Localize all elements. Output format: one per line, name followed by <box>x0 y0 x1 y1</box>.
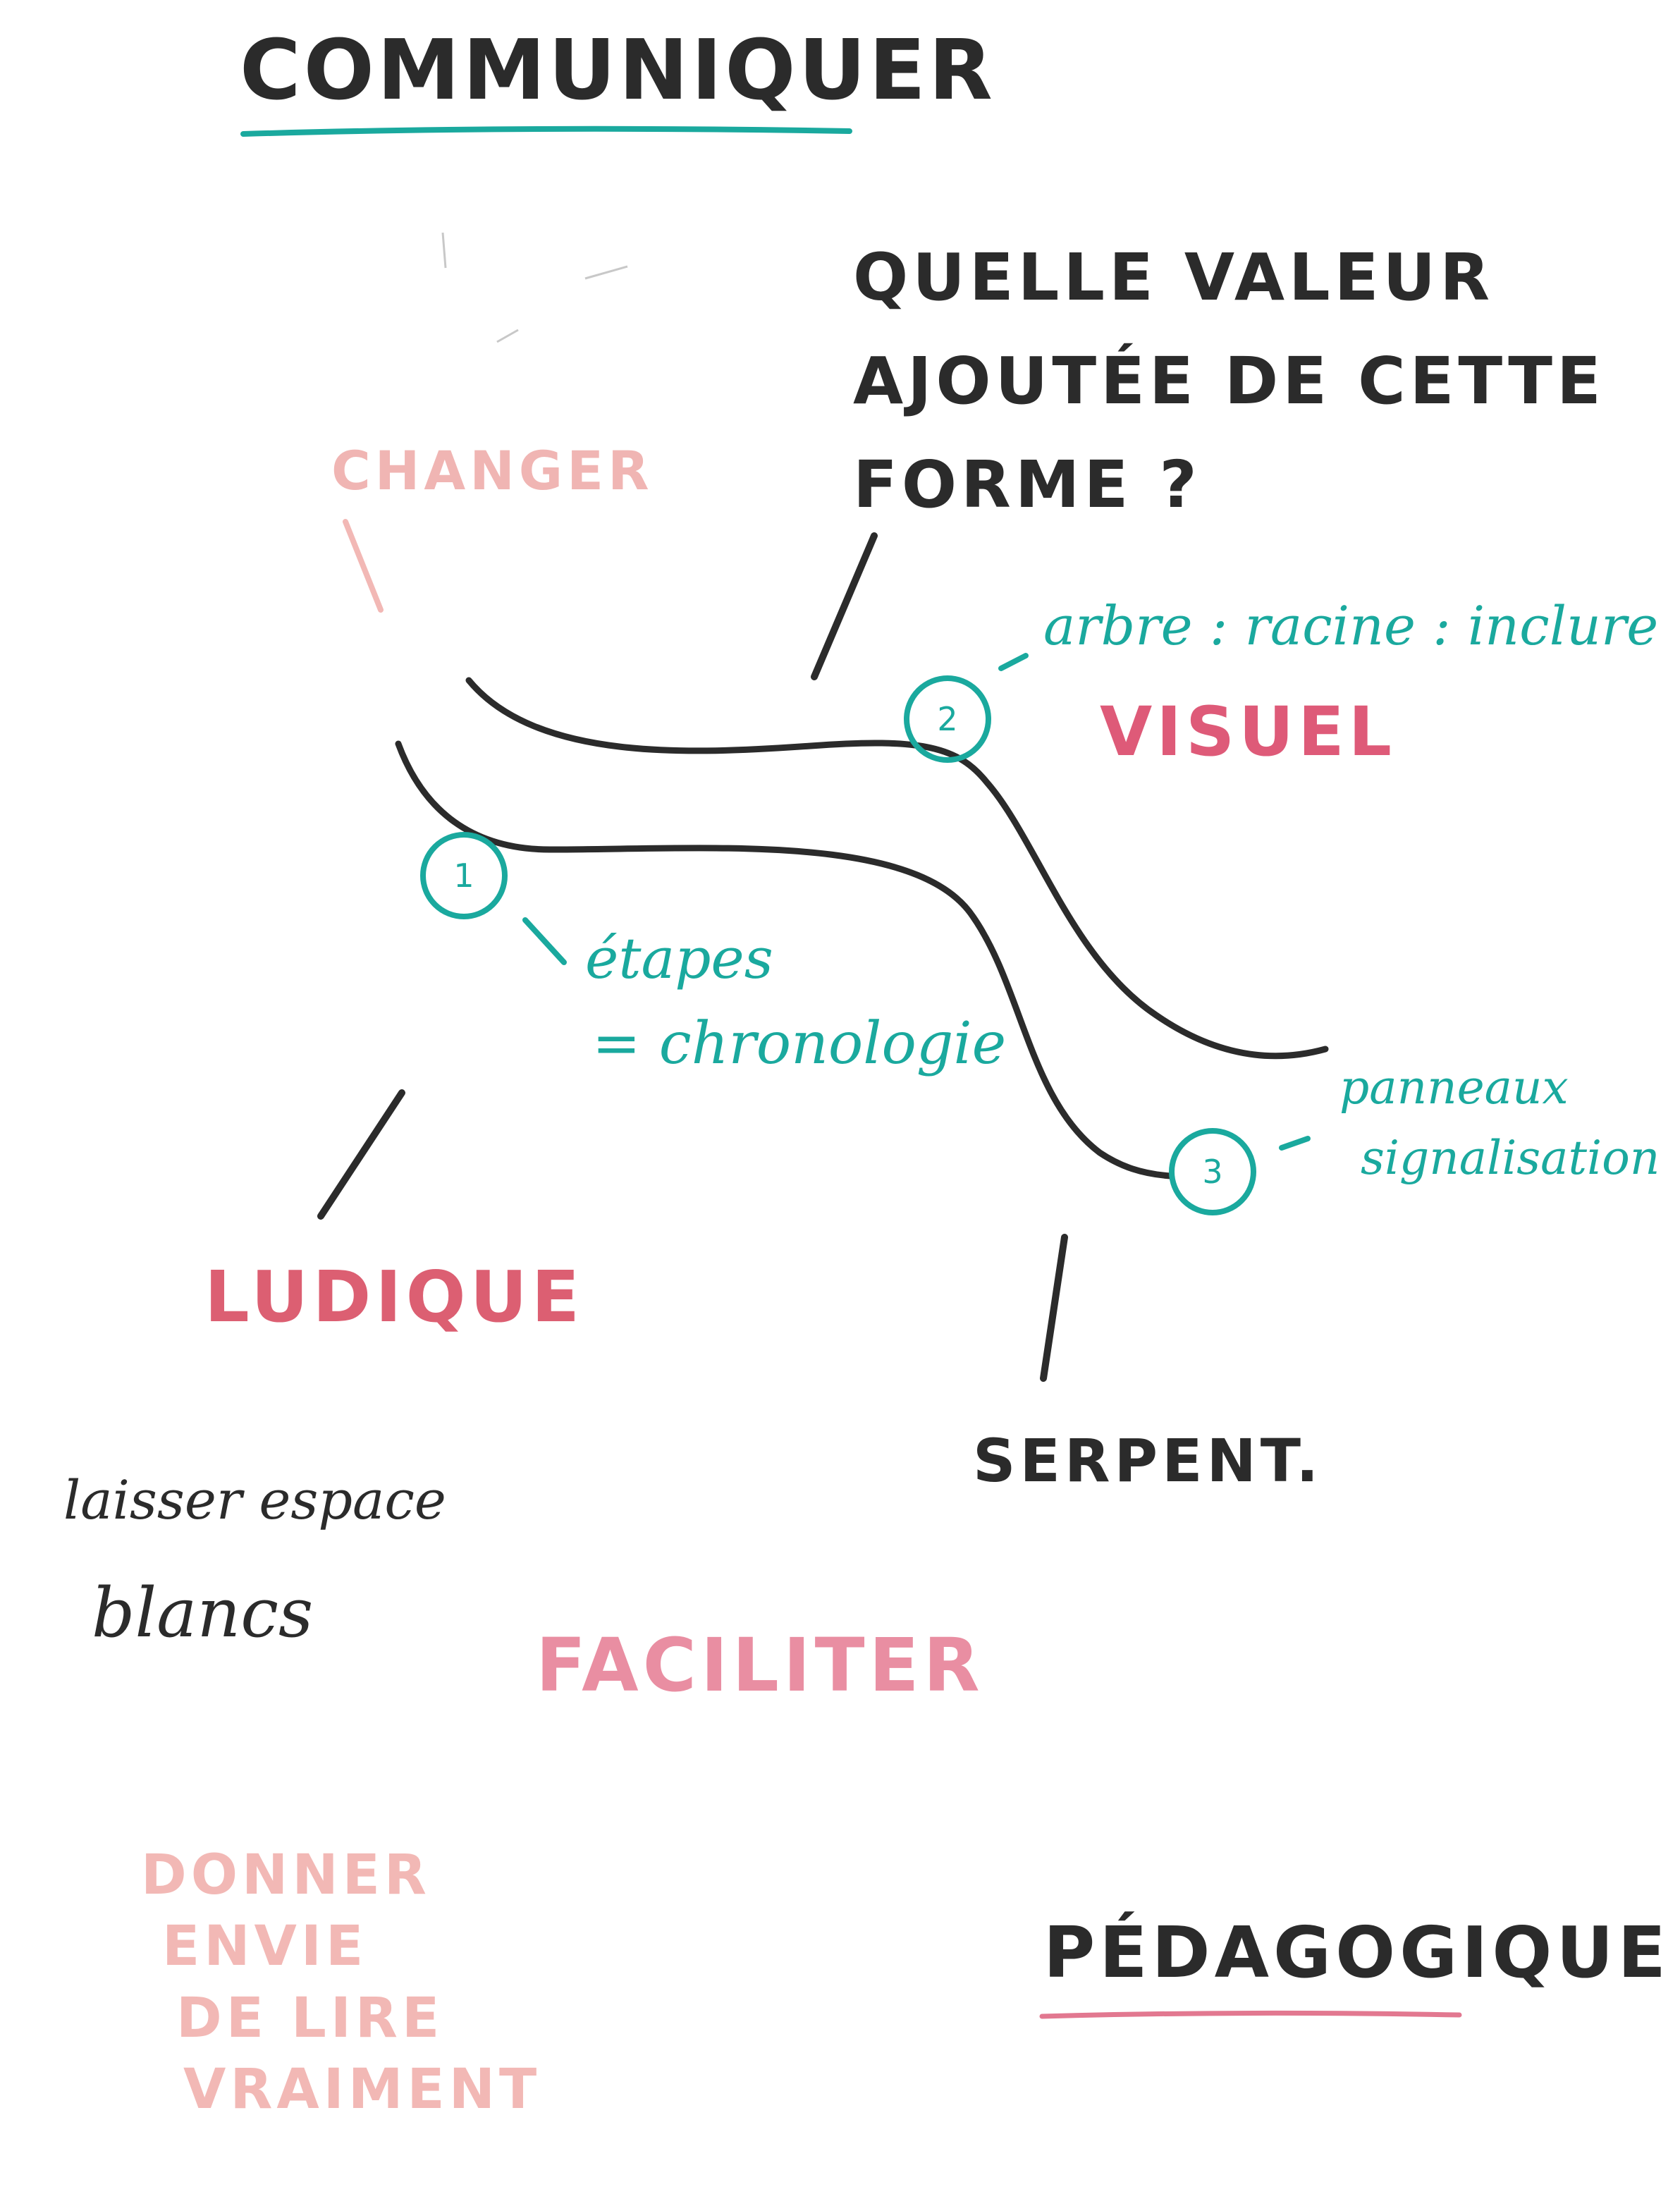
connector-serpent <box>1040 1234 1068 1382</box>
note-laisser-espace: laisser espace <box>63 1469 446 1531</box>
donner-line-3: DE LIRE <box>176 1986 444 2050</box>
keyword-ludique: LUDIQUE <box>204 1256 584 1338</box>
keyword-changer: CHANGER <box>331 439 654 502</box>
question-line-2: AJOUTÉE DE CETTE <box>853 343 1605 419</box>
pedagogique-underline <box>1039 2010 1462 2019</box>
circle-step-1 <box>420 832 508 919</box>
title-underline <box>240 125 852 137</box>
connector-question <box>811 532 878 680</box>
step-number-1: 1 <box>453 857 474 895</box>
dash-step-1 <box>522 917 567 965</box>
serpent-upper-curve <box>465 677 1329 1060</box>
donner-line-4: VRAIMENT <box>183 2058 541 2122</box>
stray-mark <box>441 232 447 269</box>
serpent-lower-curve <box>395 740 1174 1179</box>
step-number-2: 2 <box>937 700 958 738</box>
question-block: QUELLE VALEUR AJOUTÉE DE CETTE FORME ? <box>853 226 1605 537</box>
note-blancs: blancs <box>92 1574 314 1653</box>
note-arbre: arbre : racine : inclure <box>1043 594 1659 657</box>
question-line-3: FORME ? <box>853 447 1201 523</box>
dash-step-2 <box>998 653 1029 671</box>
stray-mark <box>584 265 628 280</box>
note-etapes: étapes <box>585 926 773 991</box>
donner-line-2: ENVIE <box>162 1915 368 1979</box>
keyword-serpent: SERPENT. <box>973 1426 1323 1495</box>
step-number-3: 3 <box>1202 1153 1223 1191</box>
circle-step-2 <box>904 675 991 763</box>
dash-step-3 <box>1279 1136 1311 1151</box>
connector-ludique <box>317 1089 405 1220</box>
keyword-faciliter: FACILITER <box>536 1622 984 1708</box>
keyword-visuel: VISUEL <box>1100 692 1396 771</box>
circle-step-3 <box>1169 1128 1256 1215</box>
connector-changer <box>343 519 384 613</box>
note-signalisation: signalisation <box>1361 1131 1660 1185</box>
donner-envie-block: DONNER ENVIE DE LIRE VRAIMENT <box>141 1840 541 2126</box>
question-line-1: QUELLE VALEUR <box>853 240 1495 315</box>
note-panneaux: panneaux <box>1339 1060 1569 1115</box>
keyword-pedagogique: PÉDAGOGIQUE <box>1043 1911 1670 1994</box>
stray-mark <box>496 329 519 343</box>
page-title: COMMUNIQUER <box>240 21 995 118</box>
note-chronologie: = chronologie <box>592 1010 1007 1077</box>
donner-line-1: DONNER <box>141 1844 431 1907</box>
